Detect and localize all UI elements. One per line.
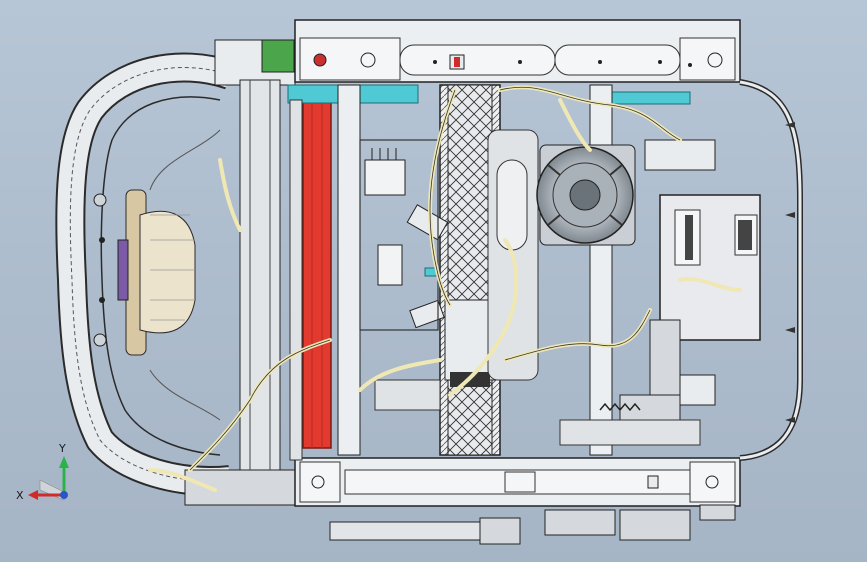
- adjuster-actuator[interactable]: [329, 504, 736, 545]
- bottom-seat-rail[interactable]: [294, 457, 741, 507]
- left-side-member[interactable]: [239, 79, 281, 471]
- front-cross-tube[interactable]: [302, 99, 332, 449]
- axis-triad: Y X: [16, 442, 69, 502]
- seat-motor[interactable]: [536, 144, 636, 246]
- top-seat-rail[interactable]: [294, 19, 741, 83]
- connector-block[interactable]: [364, 159, 406, 196]
- y-axis-label: Y: [58, 442, 66, 455]
- backrest-frame[interactable]: [55, 52, 235, 496]
- cyan-bracket-right[interactable]: [599, 91, 691, 105]
- actuator-right[interactable]: [649, 319, 681, 396]
- x-axis-label: X: [16, 489, 24, 502]
- connector-right-top[interactable]: [644, 139, 716, 171]
- strut-3[interactable]: [589, 84, 613, 456]
- strut-1[interactable]: [337, 84, 361, 456]
- pin-markers: [785, 122, 795, 423]
- control-module[interactable]: [659, 194, 761, 341]
- lumbar-support[interactable]: [117, 189, 196, 356]
